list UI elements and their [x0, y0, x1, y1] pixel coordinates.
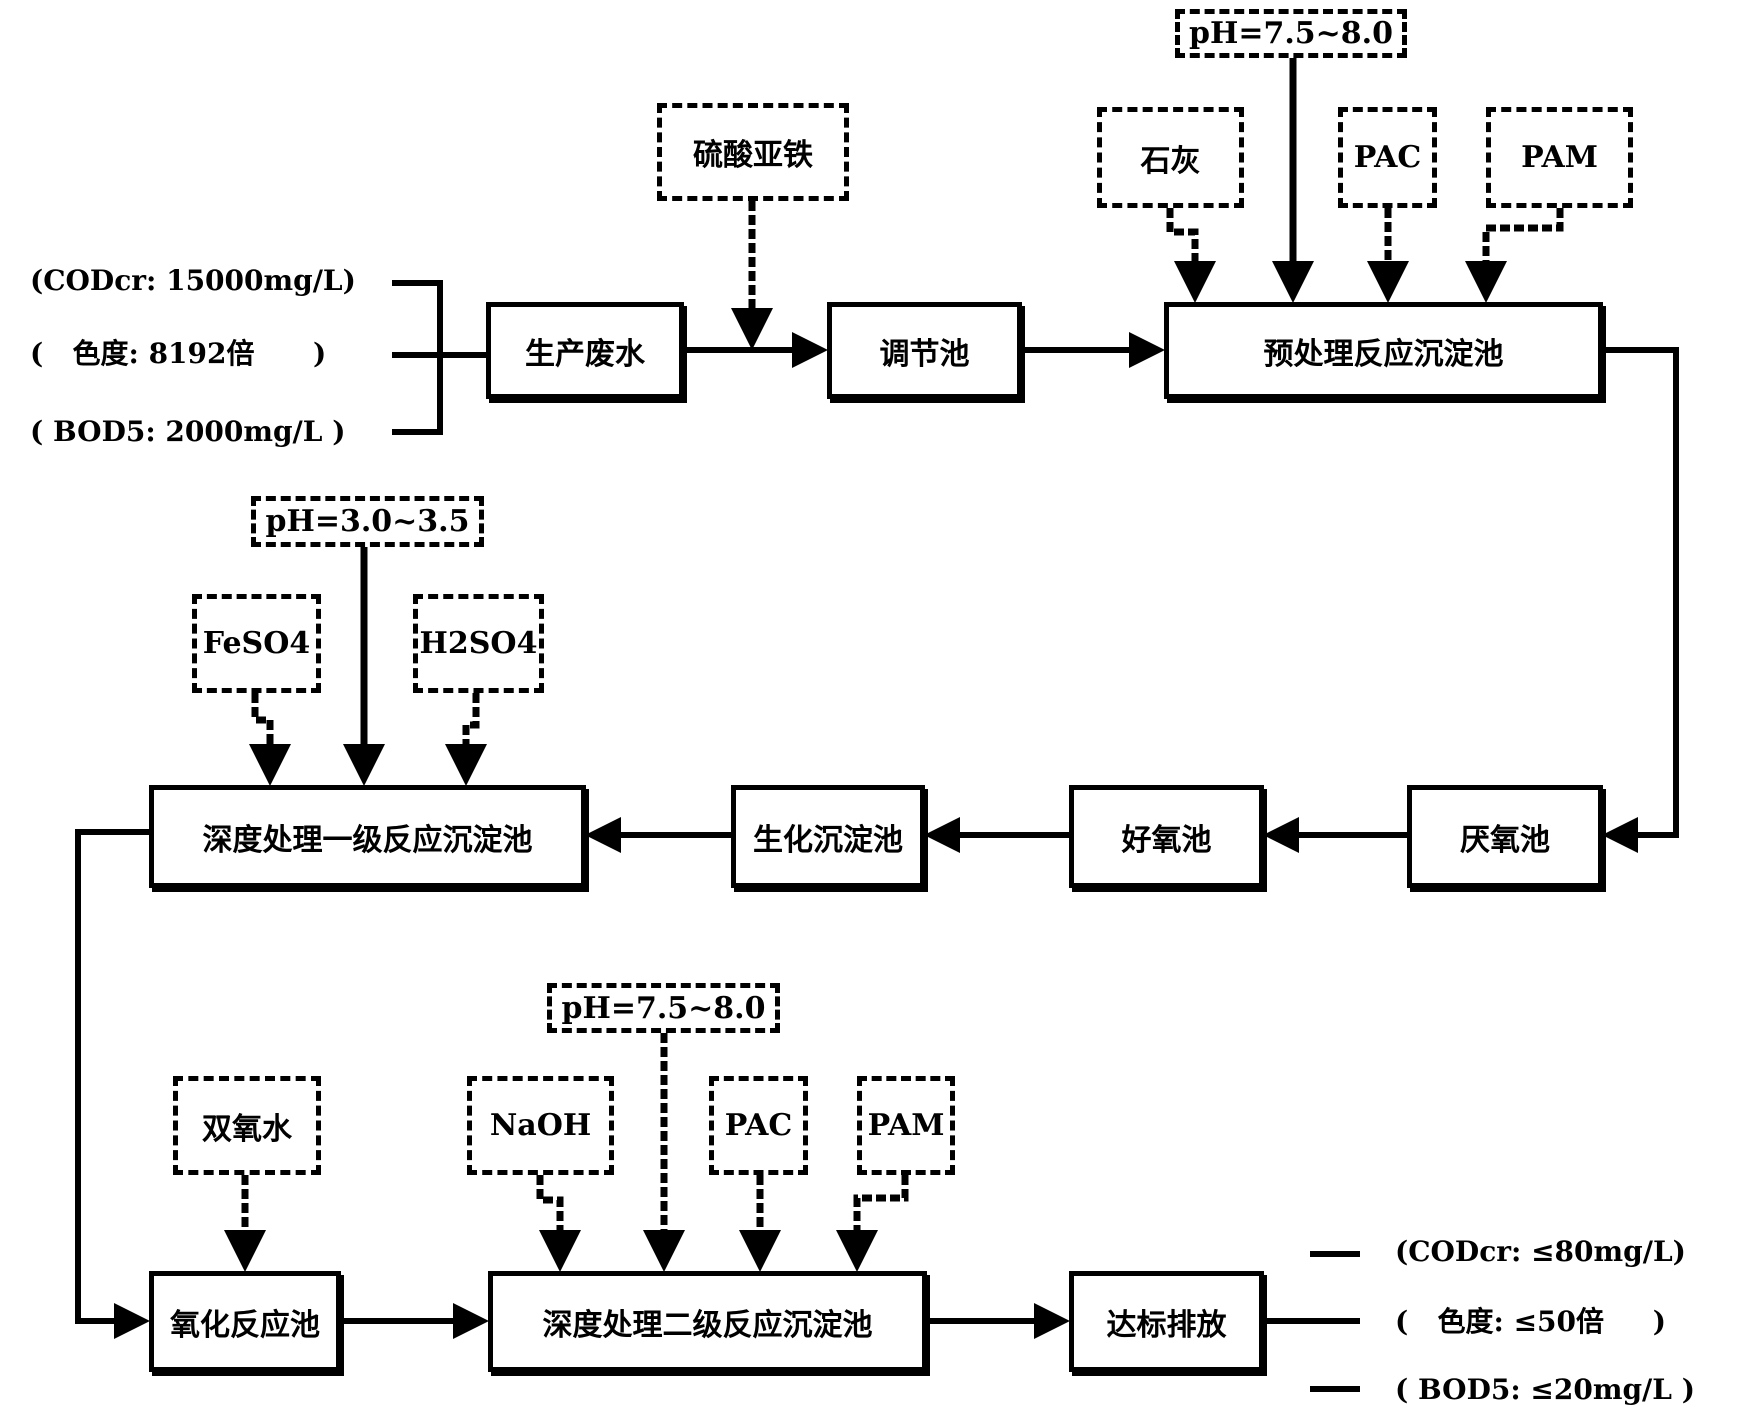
flow-pretreatment-to-anaerobic [1602, 347, 1679, 853]
dose-naoh [536, 1175, 581, 1272]
unit-aerobic: 好氧池 [1069, 785, 1264, 888]
reagent-h2so4: H2SO4 [413, 594, 544, 693]
effluent-cod: (CODcr: ≤80mg/L) [1395, 1235, 1686, 1268]
reagent-pretreat-pac: PAC [1338, 107, 1437, 208]
unit-deep-stage2: 深度处理二级反应沉淀池 [488, 1271, 927, 1372]
influent-cod: (CODcr: 15000mg/L) [30, 264, 356, 297]
reagent-stage2-pac: PAC [709, 1076, 808, 1175]
reagent-hydrogen-peroxide: 双氧水 [173, 1076, 321, 1175]
effluent-bod: ( BOD5: ≤20mg/L ) [1395, 1373, 1695, 1406]
unit-pretreatment: 预处理反应沉淀池 [1164, 302, 1603, 399]
dose-stage2-pam [836, 1175, 909, 1272]
reagent-stage2-pam: PAM [857, 1076, 955, 1175]
dose-lime [1166, 208, 1216, 303]
dose-pretreat-pam [1465, 208, 1564, 303]
unit-oxidation: 氧化反应池 [149, 1271, 341, 1372]
dose-h2so4 [445, 693, 487, 786]
flow-stage1-to-oxidation [75, 829, 150, 1339]
reagent-stage1-ph: pH=3.0~3.5 [251, 496, 484, 547]
dose-feso4 [249, 693, 291, 786]
reagent-ferrous-sulfate: 硫酸亚铁 [657, 103, 849, 201]
reagent-lime: 石灰 [1097, 107, 1244, 208]
unit-bio-settling: 生化沉淀池 [731, 785, 925, 888]
unit-discharge: 达标排放 [1069, 1271, 1264, 1372]
reagent-feso4: FeSO4 [192, 594, 321, 693]
effluent-color: ( 色度: ≤50倍 ) [1395, 1305, 1666, 1338]
reagent-stage2-ph: pH=7.5~8.0 [547, 983, 780, 1033]
unit-anaerobic: 厌氧池 [1407, 785, 1603, 888]
unit-deep-stage1: 深度处理一级反应沉淀池 [149, 785, 586, 888]
influent-color: ( 色度: 8192倍 ) [30, 337, 327, 370]
influent-bod: ( BOD5: 2000mg/L ) [30, 415, 346, 448]
unit-equalization: 调节池 [827, 302, 1022, 399]
reagent-pretreat-pam: PAM [1486, 107, 1633, 208]
reagent-naoh: NaOH [467, 1076, 614, 1175]
unit-wastewater: 生产废水 [486, 302, 684, 399]
reagent-pretreat-ph: pH=7.5~8.0 [1175, 9, 1407, 58]
